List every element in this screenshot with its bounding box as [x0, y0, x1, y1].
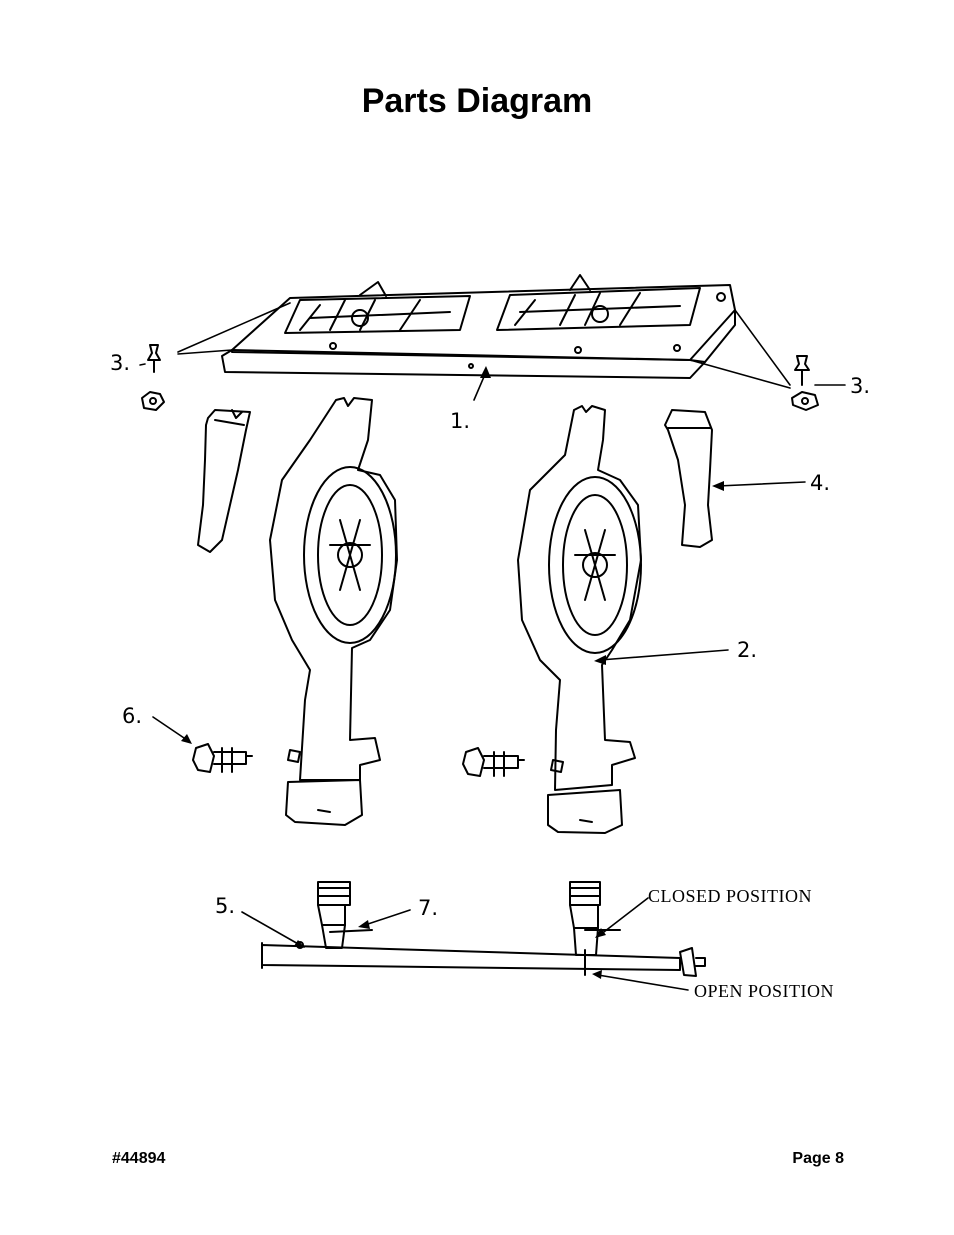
callout-2: 2.	[737, 638, 757, 662]
callout-3-left: 3.	[110, 351, 130, 375]
venturi-tube-right	[664, 409, 713, 548]
page-number: Page 8	[792, 1150, 844, 1167]
callout-1: 1.	[450, 409, 470, 433]
callout-5: 5.	[215, 894, 235, 918]
wing-screw-left	[141, 344, 165, 411]
control-valve-right	[462, 747, 525, 777]
callout-3-right: 3.	[850, 374, 870, 398]
wing-screw-right	[791, 355, 819, 411]
callout-7: 7.	[418, 896, 438, 920]
arrowheads	[181, 366, 724, 979]
gas-manifold	[261, 881, 706, 977]
open-position-label: OPEN POSITION	[694, 981, 834, 1001]
cooktop-top-frame	[221, 274, 736, 379]
callout-6: 6.	[122, 704, 142, 728]
control-valve-left	[192, 743, 253, 773]
burner-left	[269, 397, 398, 826]
page-title: Parts Diagram	[361, 82, 593, 120]
model-number: #44894	[112, 1150, 166, 1167]
burner-right	[517, 405, 642, 834]
callout-4: 4.	[810, 471, 830, 495]
closed-position-label: CLOSED POSITION	[648, 886, 812, 906]
venturi-tube-left	[197, 409, 251, 553]
